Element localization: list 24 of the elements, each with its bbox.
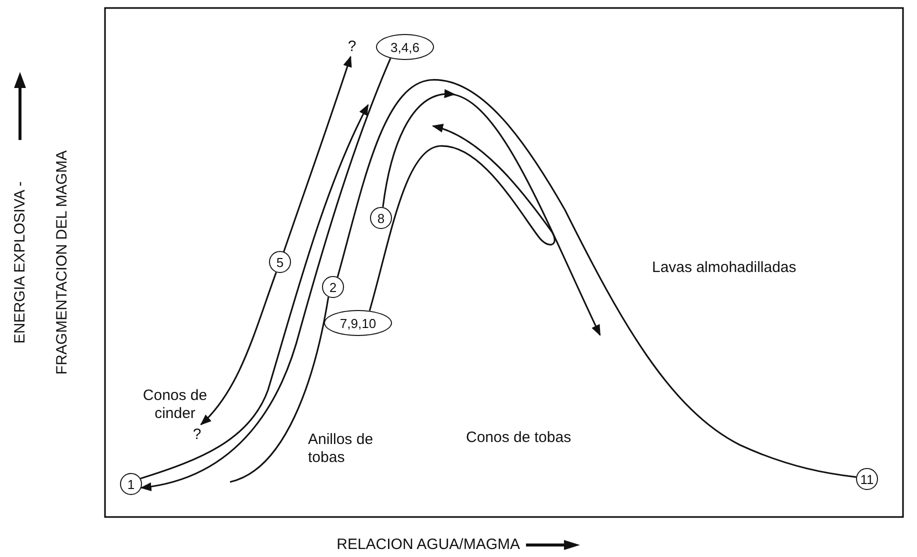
number-ellipse: 3,4,6	[376, 34, 434, 60]
axis-title: ENERGIA EXPLOSIVA -	[12, 180, 29, 344]
curve-line	[336, 79, 856, 478]
question-mark: ?	[344, 35, 360, 57]
number-ellipse: 1	[120, 473, 142, 495]
region-label: Lavas almohadilladas	[652, 259, 798, 277]
number-ellipse: 11	[856, 468, 878, 490]
arrow	[382, 89, 601, 336]
number-ellipse: 5	[269, 251, 291, 273]
number-ellipse: 2	[322, 276, 344, 298]
region-label: Conos de cinder	[142, 387, 208, 423]
arrow	[283, 56, 352, 252]
arrow	[140, 58, 392, 491]
arrow	[368, 124, 556, 312]
question-mark: ?	[189, 423, 205, 445]
axis-title: FRAGMENTACION DEL MAGMA	[54, 150, 71, 374]
arrow	[140, 104, 369, 480]
arrow	[200, 272, 277, 426]
number-ellipse: 7,9,10	[324, 310, 392, 336]
region-label: Anillos de tobas	[308, 431, 374, 467]
number-ellipse: 8	[370, 207, 392, 229]
region-label: Conos de tobas	[466, 429, 572, 447]
axis-title: RELACION AGUA/MAGMA	[336, 536, 520, 554]
curve-line	[230, 296, 330, 483]
